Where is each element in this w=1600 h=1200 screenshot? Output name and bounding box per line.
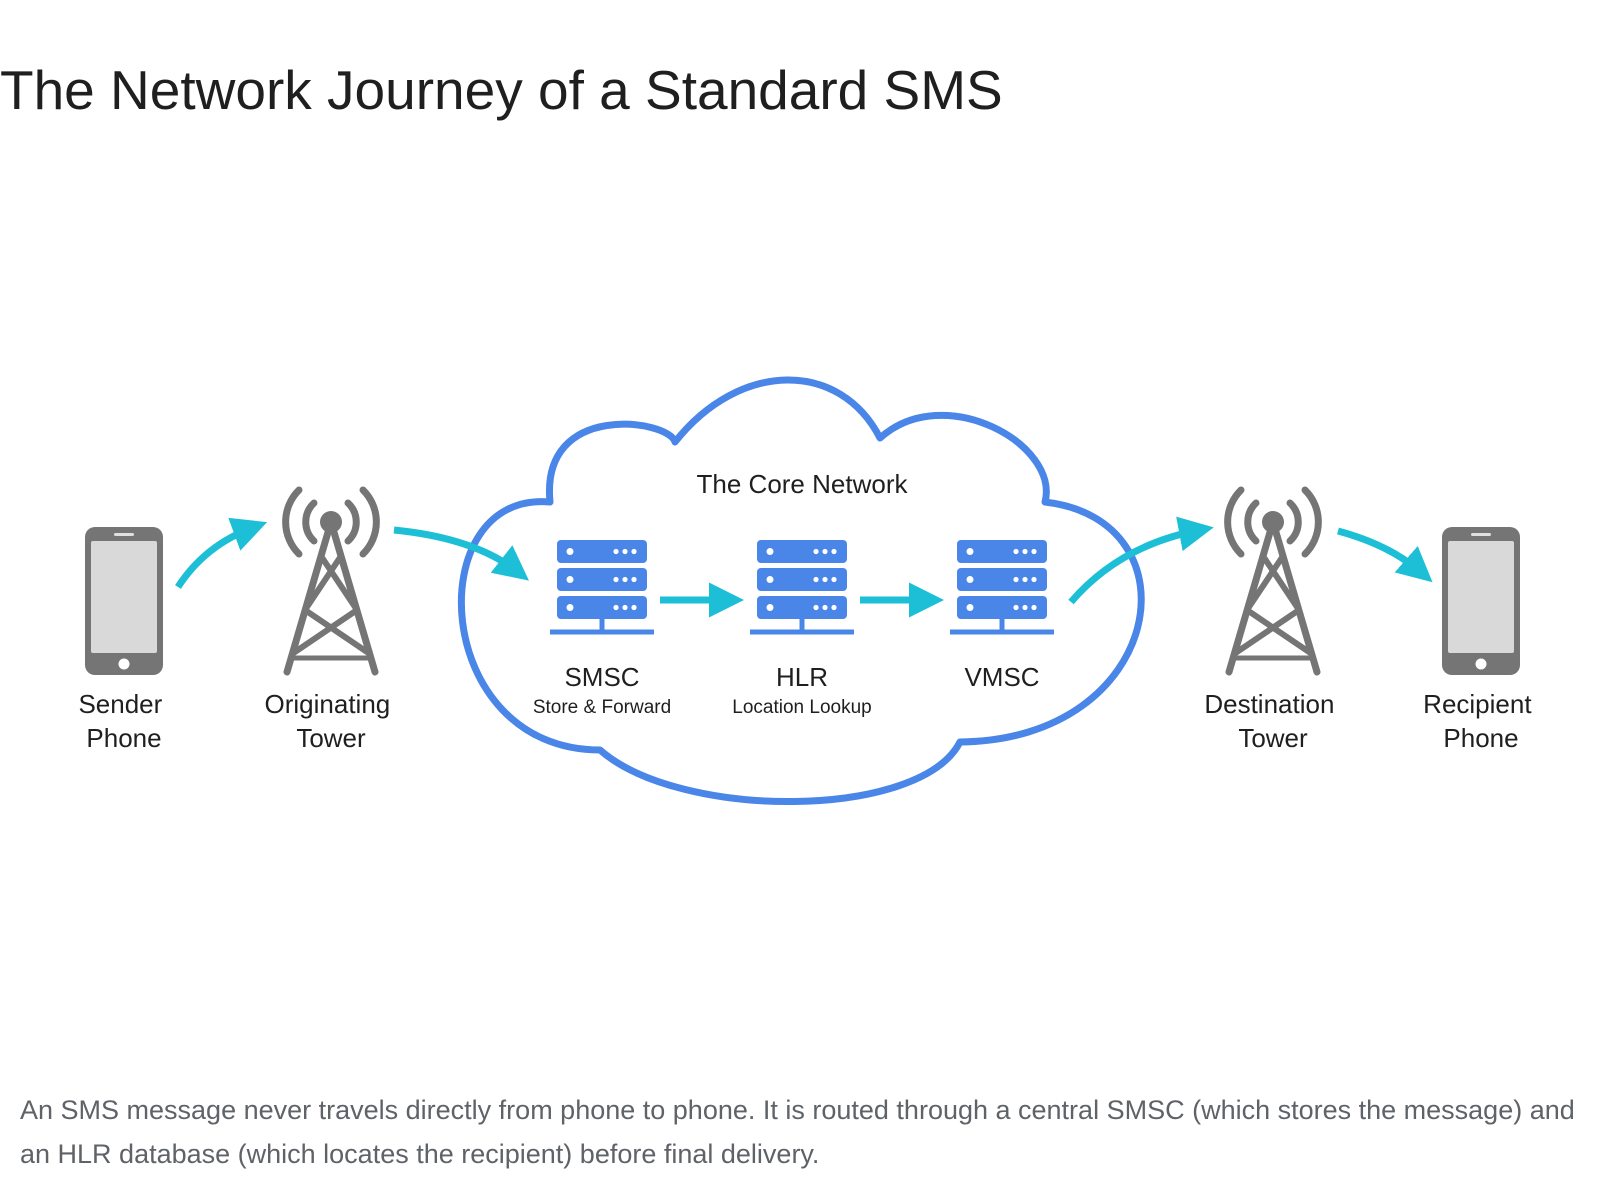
arrow-vmsc-to-tower <box>1068 516 1214 605</box>
recipient-label-line2: Phone <box>1443 723 1518 753</box>
originating-tower-icon <box>286 490 377 672</box>
recipient-phone-icon <box>1442 527 1520 675</box>
hlr-label: HLR <box>776 662 828 692</box>
sender-label-line2: Phone <box>86 723 161 753</box>
page-title: The Network Journey of a Standard SMS <box>0 59 1003 121</box>
hlr-server-icon <box>750 540 854 632</box>
recipient-label-line1: Recipient <box>1423 689 1532 719</box>
destination-tower-label: Destination Tower <box>1204 689 1341 753</box>
sender-label-line1: Sender <box>78 689 162 719</box>
hlr-sublabel: Location Lookup <box>732 697 871 718</box>
originating-tower-label: Originating Tower <box>265 689 398 753</box>
arrow-tower-to-recipient <box>1337 527 1433 583</box>
diagram-caption: An SMS message never travels directly fr… <box>20 1095 1575 1169</box>
smsc-sublabel: Store & Forward <box>533 697 671 718</box>
recipient-phone-label: Recipient Phone <box>1423 689 1539 753</box>
core-network-label: The Core Network <box>697 469 909 499</box>
arrow-tower-to-smsc <box>393 526 529 581</box>
sender-phone-label: Sender Phone <box>78 689 169 753</box>
vmsc-label: VMSC <box>964 662 1039 692</box>
smsc-server-icon <box>550 540 654 632</box>
arrow-sender-to-tower <box>175 517 268 589</box>
smsc-label: SMSC <box>564 662 639 692</box>
sms-network-diagram: The Core Network Sender Phone Originatin… <box>0 160 1600 1060</box>
destination-label-line1: Destination <box>1204 689 1334 719</box>
diagram-canvas: The Core Network Sender Phone Originatin… <box>78 376 1539 806</box>
originating-label-line2: Tower <box>296 723 366 753</box>
sender-phone-icon <box>85 527 163 675</box>
vmsc-server-icon <box>950 540 1054 632</box>
originating-label-line1: Originating <box>265 689 391 719</box>
destination-tower-icon <box>1228 490 1319 672</box>
destination-label-line2: Tower <box>1238 723 1308 753</box>
